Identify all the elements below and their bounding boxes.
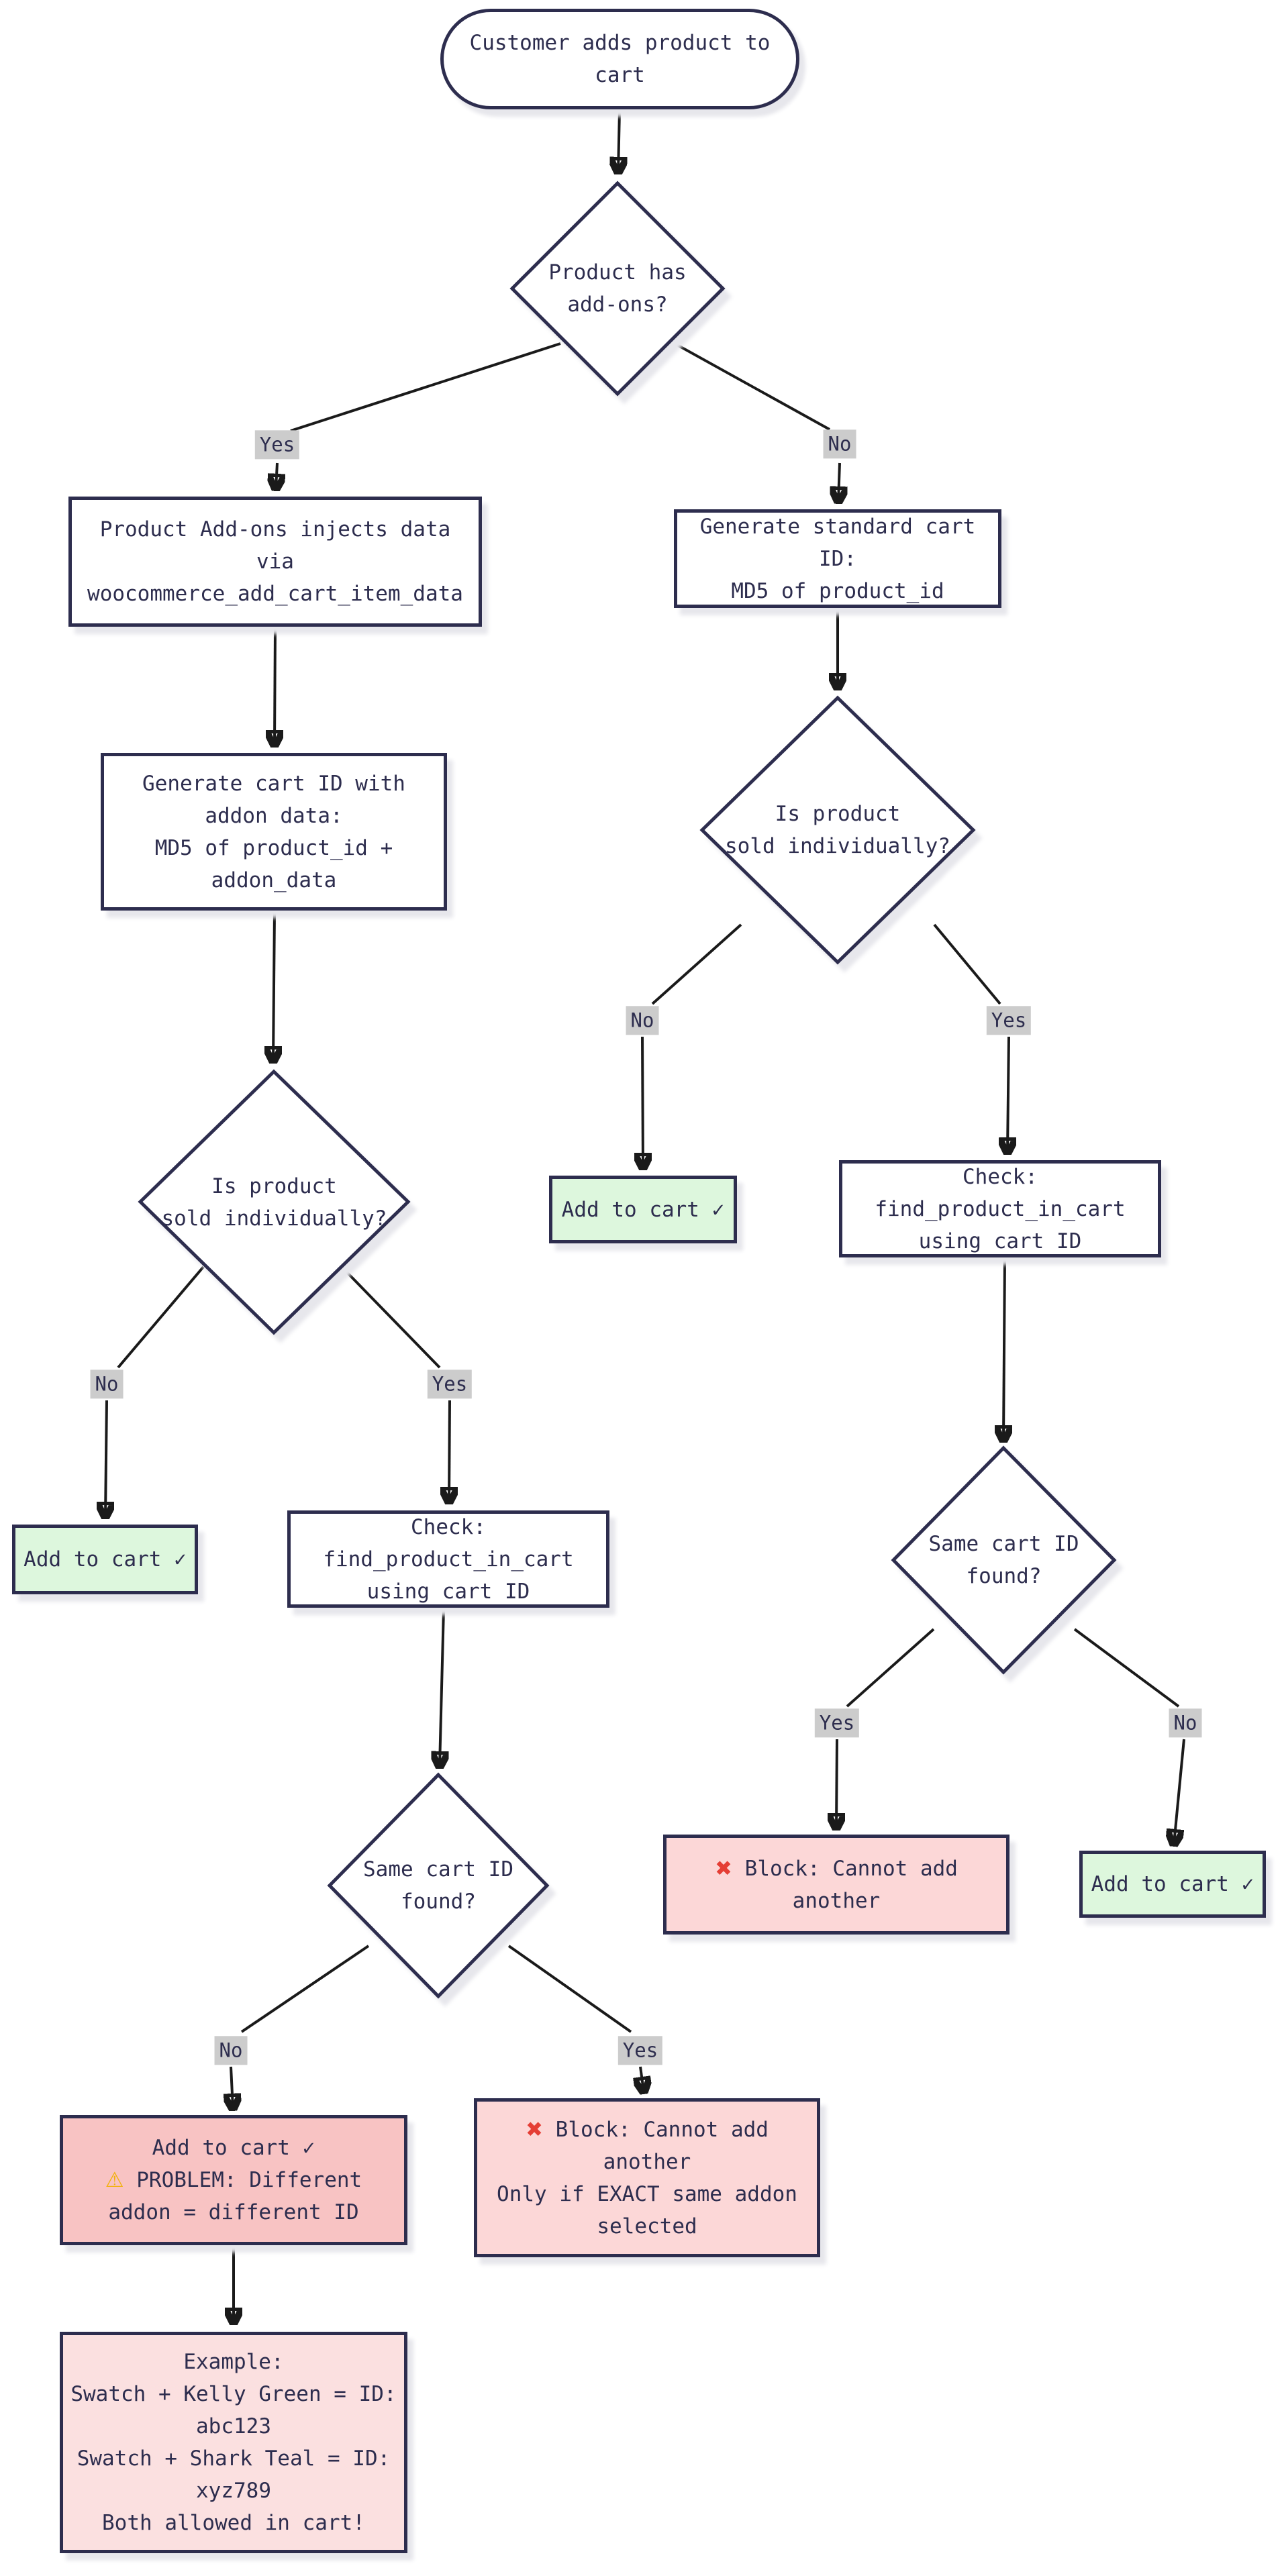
decision-same-cart-id-left: Same cart ID found? bbox=[327, 1772, 550, 1999]
cross-mark-icon: ✖ bbox=[715, 1856, 733, 1881]
edge-label-yes: Yes bbox=[814, 1708, 860, 1738]
result-add-to-cart-problem: Add to cart ✓ ⚠ PROBLEM: Different addon… bbox=[60, 2115, 407, 2245]
decision-product-has-addons-label: Product has add-ons? bbox=[548, 260, 687, 317]
process-check-cart-right: Check: find_product_in_cart using cart I… bbox=[839, 1160, 1161, 1257]
edge-has-addons-no-b bbox=[838, 462, 840, 501]
edge-sold-left-yes-b bbox=[449, 1400, 450, 1502]
result-add-to-cart-right: Add to cart ✓ bbox=[549, 1176, 737, 1243]
edge-same-left-no-a bbox=[240, 1945, 370, 2033]
result-add-to-cart-left-label: Add to cart ✓ bbox=[23, 1547, 187, 1572]
result-block-cannot-add-right-label: ✖ Block: Cannot add another bbox=[715, 1856, 958, 1913]
edge-label-no: No bbox=[1169, 1708, 1202, 1738]
decision-sold-individually-left: Is product sold individually? bbox=[138, 1069, 411, 1335]
decision-same-cart-id-right: Same cart ID found? bbox=[891, 1445, 1117, 1675]
decision-product-has-addons: Product has add-ons? bbox=[509, 181, 726, 397]
edge-sold-left-no-b bbox=[105, 1400, 107, 1516]
result-add-to-cart-problem-label: Add to cart ✓ ⚠ PROBLEM: Different addon… bbox=[105, 2136, 362, 2224]
result-add-to-cart-left: Add to cart ✓ bbox=[12, 1525, 198, 1594]
edge-same-left-no-b bbox=[231, 2066, 233, 2108]
edge-sold-left-yes-a bbox=[340, 1266, 441, 1369]
edge-same-right-no-a bbox=[1073, 1628, 1180, 1708]
edge-has-addons-no-a bbox=[675, 343, 830, 431]
edge-label-no: No bbox=[626, 1006, 659, 1035]
result-add-to-cart-far-right: Add to cart ✓ bbox=[1079, 1851, 1266, 1918]
result-block-cannot-add-right: ✖ Block: Cannot add another bbox=[663, 1835, 1009, 1935]
decision-sold-individually-right: Is product sold individually? bbox=[699, 695, 976, 965]
edge-check-left-to-same-id bbox=[440, 1608, 444, 1766]
edge-has-addons-yes-a bbox=[290, 342, 561, 432]
start-node-label: Customer adds product to cart bbox=[469, 31, 771, 87]
edge-label-yes: Yes bbox=[986, 1006, 1032, 1035]
edge-label-yes: Yes bbox=[618, 2036, 663, 2065]
decision-same-cart-id-left-label: Same cart ID found? bbox=[363, 1857, 513, 1914]
diamond-shape bbox=[327, 1772, 550, 1999]
result-block-exact-addon: ✖ Block: Cannot add another Only if EXAC… bbox=[474, 2098, 820, 2257]
process-addon-cart-id-label: Generate cart ID with addon data: MD5 of… bbox=[142, 771, 405, 892]
process-standard-cart-id-label: Generate standard cart ID: MD5 of produc… bbox=[699, 514, 976, 603]
edge-sold-right-yes-a bbox=[933, 923, 1001, 1005]
process-standard-cart-id: Generate standard cart ID: MD5 of produc… bbox=[674, 509, 1001, 608]
edge-label-no: No bbox=[214, 2036, 248, 2065]
process-addon-cart-id: Generate cart ID with addon data: MD5 of… bbox=[101, 753, 447, 911]
process-check-cart-left: Check: find_product_in_cart using cart I… bbox=[287, 1510, 609, 1608]
edge-label-no: No bbox=[90, 1370, 124, 1399]
note-example-label: Example: Swatch + Kelly Green = ID: abc1… bbox=[70, 2350, 397, 2535]
edge-sold-right-no-a bbox=[651, 923, 742, 1005]
edge-sold-left-no-a bbox=[117, 1266, 205, 1369]
edge-label-no: No bbox=[823, 429, 856, 459]
edge-same-left-yes-a bbox=[507, 1945, 632, 2033]
decision-sold-individually-right-label: Is product sold individually? bbox=[725, 802, 950, 858]
diamond-shape bbox=[699, 695, 976, 965]
cross-mark-icon: ✖ bbox=[526, 2117, 544, 2142]
edge-same-right-yes-b bbox=[836, 1739, 837, 1828]
edge-addon-id-to-sold-individually bbox=[273, 911, 275, 1061]
edge-sold-right-no-b bbox=[642, 1036, 643, 1168]
edge-check-right-to-same-id bbox=[1003, 1257, 1005, 1440]
edge-same-left-yes-b bbox=[640, 2066, 644, 2092]
diamond-shape bbox=[891, 1445, 1117, 1675]
edge-same-right-no-b bbox=[1174, 1739, 1185, 1844]
edge-same-right-yes-a bbox=[846, 1628, 935, 1708]
start-node: Customer adds product to cart bbox=[440, 9, 799, 109]
process-addons-inject-data: Product Add-ons injects data via woocomm… bbox=[68, 497, 482, 627]
edge-label-yes: Yes bbox=[254, 430, 300, 460]
decision-sold-individually-left-label: Is product sold individually? bbox=[161, 1174, 387, 1231]
warning-icon: ⚠ bbox=[105, 2168, 124, 2192]
process-addons-inject-data-label: Product Add-ons injects data via woocomm… bbox=[87, 517, 463, 606]
edge-start-to-has-addons bbox=[618, 110, 620, 172]
result-add-to-cart-right-label: Add to cart ✓ bbox=[561, 1197, 725, 1222]
result-add-to-cart-far-right-label: Add to cart ✓ bbox=[1091, 1872, 1254, 1896]
decision-same-cart-id-right-label: Same cart ID found? bbox=[928, 1532, 1079, 1588]
edge-has-addons-yes-b bbox=[276, 462, 277, 488]
edge-sold-right-yes-b bbox=[1007, 1036, 1009, 1152]
process-check-cart-right-label: Check: find_product_in_cart using cart I… bbox=[875, 1164, 1126, 1253]
diamond-shape bbox=[138, 1069, 411, 1335]
diamond-shape bbox=[509, 181, 726, 397]
process-check-cart-left-label: Check: find_product_in_cart using cart I… bbox=[323, 1514, 574, 1604]
result-block-exact-addon-label: ✖ Block: Cannot add another Only if EXAC… bbox=[497, 2117, 797, 2238]
note-example: Example: Swatch + Kelly Green = ID: abc1… bbox=[60, 2332, 407, 2553]
edge-label-yes: Yes bbox=[427, 1370, 473, 1399]
